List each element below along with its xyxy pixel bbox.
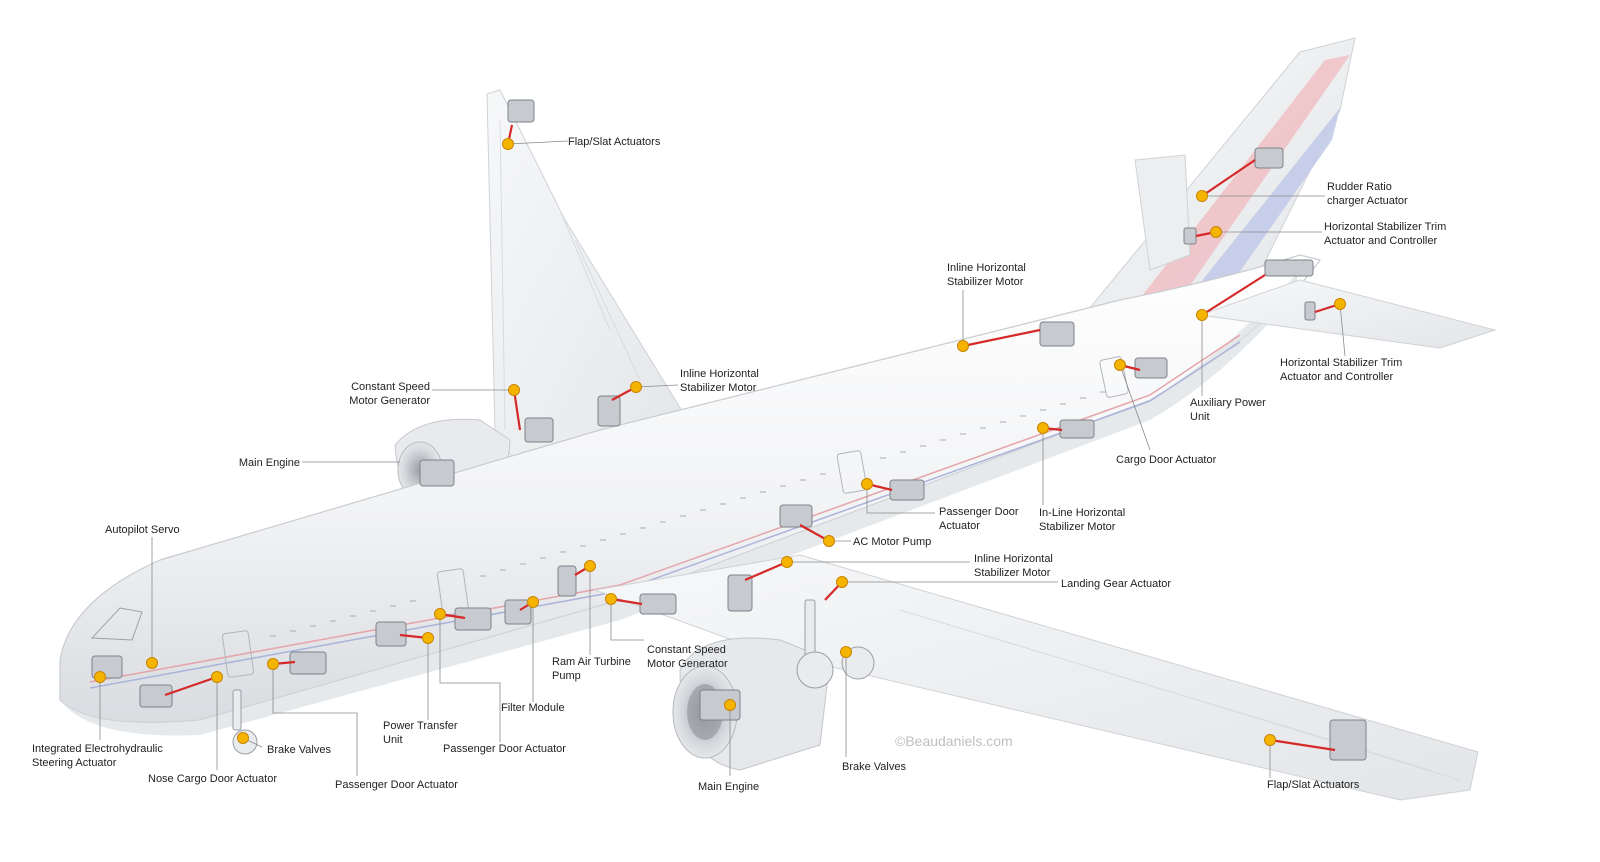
- markers: [94, 138, 1346, 746]
- label-passenger-door-front: Passenger Door Actuator: [335, 779, 458, 791]
- marker-ram-air-turbine: [584, 560, 596, 572]
- label-flap-slat-right: Flap/Slat Actuators: [1267, 779, 1360, 791]
- label-passenger-door-low: Passenger Door Actuator: [443, 743, 566, 755]
- marker-cargo-door: [1114, 359, 1126, 371]
- label-inline-hstab-top: Inline Horizontal Stabilizer Motor: [947, 262, 1026, 288]
- copyright-watermark: ©Beaudaniels.com: [895, 733, 1013, 749]
- marker-ieh-steering: [94, 671, 106, 683]
- door-cargo-rear: [1099, 356, 1129, 398]
- left-wing-flap-lines: [499, 119, 641, 431]
- cheat-line-blue: [89, 341, 1241, 689]
- marker-apu: [1196, 309, 1208, 321]
- marker-hstab-trim-upper: [1210, 226, 1222, 238]
- marker-inline-hstab-low: [781, 556, 793, 568]
- marker-autopilot-servo: [146, 657, 158, 669]
- label-rudder-ratio: Rudder Ratio charger Actuator: [1327, 181, 1408, 207]
- label-landing-gear: Landing Gear Actuator: [1061, 578, 1172, 590]
- cheat-line-red: [89, 334, 1241, 683]
- marker-passenger-door-low: [434, 608, 446, 620]
- marker-inline-hstab-mid: [630, 381, 642, 393]
- marker-brake-valves-nose: [237, 732, 249, 744]
- door-rear: [836, 450, 868, 494]
- marker-csmg-upper: [508, 384, 520, 396]
- marker-csmg-lower: [605, 593, 617, 605]
- nose-landing-gear: [232, 689, 258, 755]
- marker-rudder-ratio: [1196, 190, 1208, 202]
- marker-ac-motor-pump: [823, 535, 835, 547]
- passenger-windows: [270, 391, 1106, 637]
- label-hstab-trim-upper: Horizontal Stabilizer Trim Actuator and …: [1324, 221, 1447, 247]
- label-filter-module: Filter Module: [501, 702, 565, 714]
- label-autopilot-servo: Autopilot Servo: [105, 524, 180, 536]
- label-main-engine-lower: Main Engine: [698, 781, 760, 793]
- cockpit-windows: [90, 607, 143, 641]
- marker-passenger-door-front: [267, 658, 279, 670]
- marker-nose-cargo-door: [211, 671, 223, 683]
- marker-flap-slat-left: [502, 138, 514, 150]
- label-csmg-lower: Constant Speed Motor Generator: [647, 644, 728, 670]
- door-front: [221, 630, 255, 678]
- label-passenger-door-mid: Passenger Door Actuator: [939, 506, 1019, 532]
- marker-flap-slat-right: [1264, 734, 1276, 746]
- label-brake-valves-nose: Brake Valves: [267, 744, 331, 756]
- leader-lines: [99, 140, 1346, 778]
- fuselage: [59, 254, 1322, 724]
- label-main-engine-upper: Main Engine: [238, 457, 300, 469]
- marker-inline-hstab-top: [957, 340, 969, 352]
- label-inline-hstab-mid: Inline Horizontal Stabilizer Motor: [680, 368, 759, 394]
- label-hstab-trim-lower: Horizontal Stabilizer Trim Actuator and …: [1280, 357, 1403, 383]
- label-ieh-steering: Integrated Electrohydraulic Steering Act…: [32, 743, 163, 769]
- marker-hstab-trim-lower: [1334, 298, 1346, 310]
- label-power-transfer: Power Transfer Unit: [383, 720, 458, 746]
- tail-stripe-blue: [1185, 108, 1340, 302]
- marker-power-transfer: [422, 632, 434, 644]
- label-cargo-door: Cargo Door Actuator: [1116, 454, 1217, 466]
- label-flap-slat-left: Flap/Slat Actuators: [568, 136, 661, 148]
- marker-passenger-door-mid: [861, 478, 873, 490]
- label-inline-hstab-right: In-Line Horizontal Stabilizer Motor: [1039, 507, 1126, 533]
- label-csmg-upper: Constant Speed Motor Generator: [349, 381, 430, 407]
- label-ram-air-turbine: Ram Air Turbine Pump: [552, 656, 631, 682]
- label-nose-cargo-door: Nose Cargo Door Actuator: [148, 773, 278, 785]
- marker-filter-module: [527, 596, 539, 608]
- hydraulic-lines: [164, 124, 1341, 752]
- marker-brake-valves-main: [840, 646, 852, 658]
- far-horizontal-stabilizer: [1134, 154, 1191, 271]
- label-ac-motor-pump: AC Motor Pump: [853, 536, 932, 548]
- marker-landing-gear: [836, 576, 848, 588]
- near-horizontal-stabilizer: [1199, 279, 1497, 349]
- marker-main-engine-lower: [724, 699, 736, 711]
- label-brake-valves-main: Brake Valves: [842, 761, 906, 773]
- marker-inline-hstab-right: [1037, 422, 1049, 434]
- components: [91, 99, 1367, 761]
- label-inline-hstab-low: Inline Horizontal Stabilizer Motor: [974, 553, 1053, 579]
- label-apu: Auxiliary Power Unit: [1190, 397, 1266, 423]
